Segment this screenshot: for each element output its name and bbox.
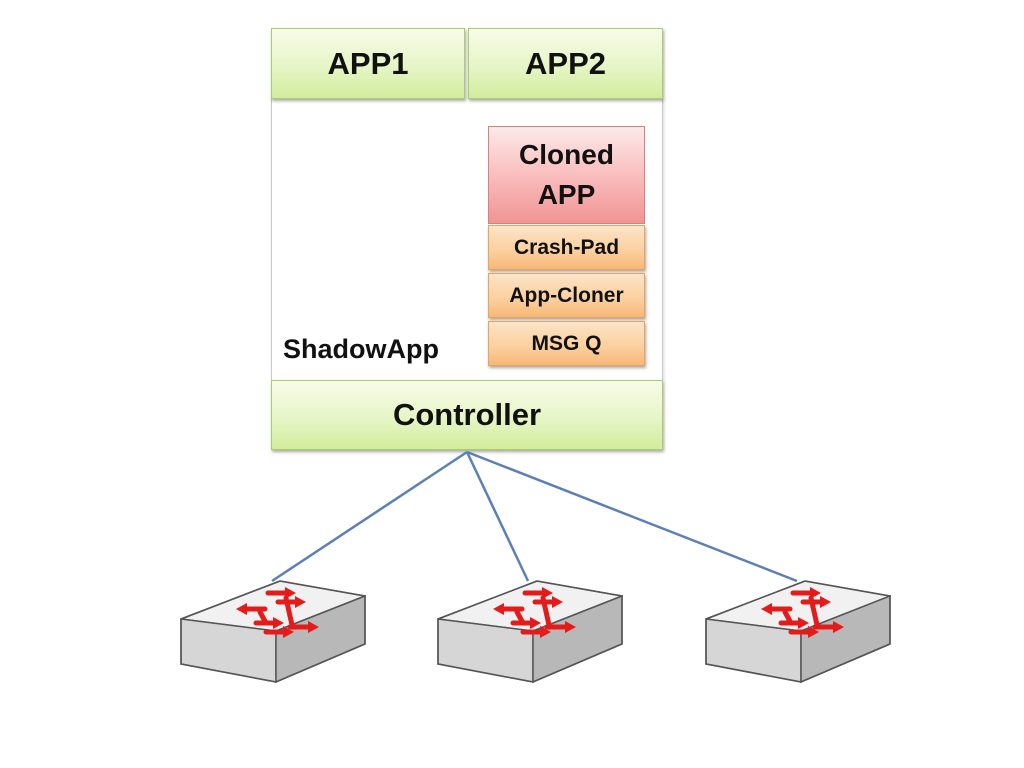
link-to-switch-3 (466, 450, 798, 583)
network-switch-icon (705, 580, 891, 684)
app2-label: APP2 (525, 45, 606, 81)
network-switch-icon (437, 580, 623, 684)
link-to-switch-1 (271, 450, 468, 583)
cloned-app-label: Cloned APP (519, 139, 614, 210)
app2-box: APP2 (468, 28, 663, 99)
app-cloner-label: App-Cloner (509, 283, 624, 307)
app1-box: APP1 (271, 28, 465, 99)
link-to-switch-2 (465, 451, 530, 582)
cloned-app-box: Cloned APP (488, 126, 645, 224)
shadowapp-label: ShadowApp (283, 334, 439, 364)
controller-label: Controller (392, 397, 542, 432)
app1-label: APP1 (327, 45, 409, 81)
crash-pad-box: Crash-Pad (488, 225, 645, 270)
app-cloner-box: App-Cloner (488, 273, 645, 318)
controller-box: Controller (271, 380, 663, 450)
msg-q-box: MSG Q (488, 321, 645, 366)
msg-q-label: MSG Q (531, 332, 602, 355)
crash-pad-label: Crash-Pad (513, 235, 620, 259)
network-switch-icon (180, 580, 366, 684)
